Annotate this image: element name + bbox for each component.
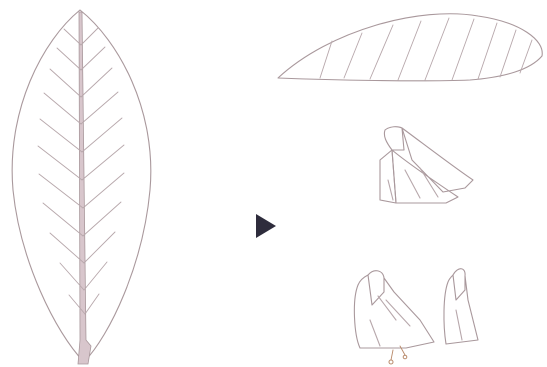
cut-mark-2 [403,355,407,359]
play-triangle-icon [256,214,276,238]
rolled-leaf-vein-2 [420,168,438,197]
cut-mark-line-1 [391,350,393,360]
rolled-leaf-vein-1 [405,170,420,198]
folded-leaf-veins [320,18,532,80]
rolled-leaf-back-flap [402,128,473,192]
cut-mark-line-2 [400,346,405,355]
leaf-midrib [78,12,91,364]
rolled-leaf-step [380,127,473,203]
wrapped-leaf-fold-4 [370,320,380,346]
whole-leaf [12,10,151,364]
rolled-leaf-cone [380,127,404,203]
narrow-roll-vein [456,310,462,340]
narrow-roll-fold [453,275,465,300]
cut-marks [389,346,407,364]
folded-leaf-outline [278,14,542,81]
folded-leaf [278,14,542,81]
rolled-leaf-vein-3 [388,180,393,200]
wrapped-leaf-fold-3 [386,300,410,326]
narrow-roll-step [444,269,478,344]
wrapped-leaf-step [354,271,434,348]
cut-mark-1 [389,360,393,364]
